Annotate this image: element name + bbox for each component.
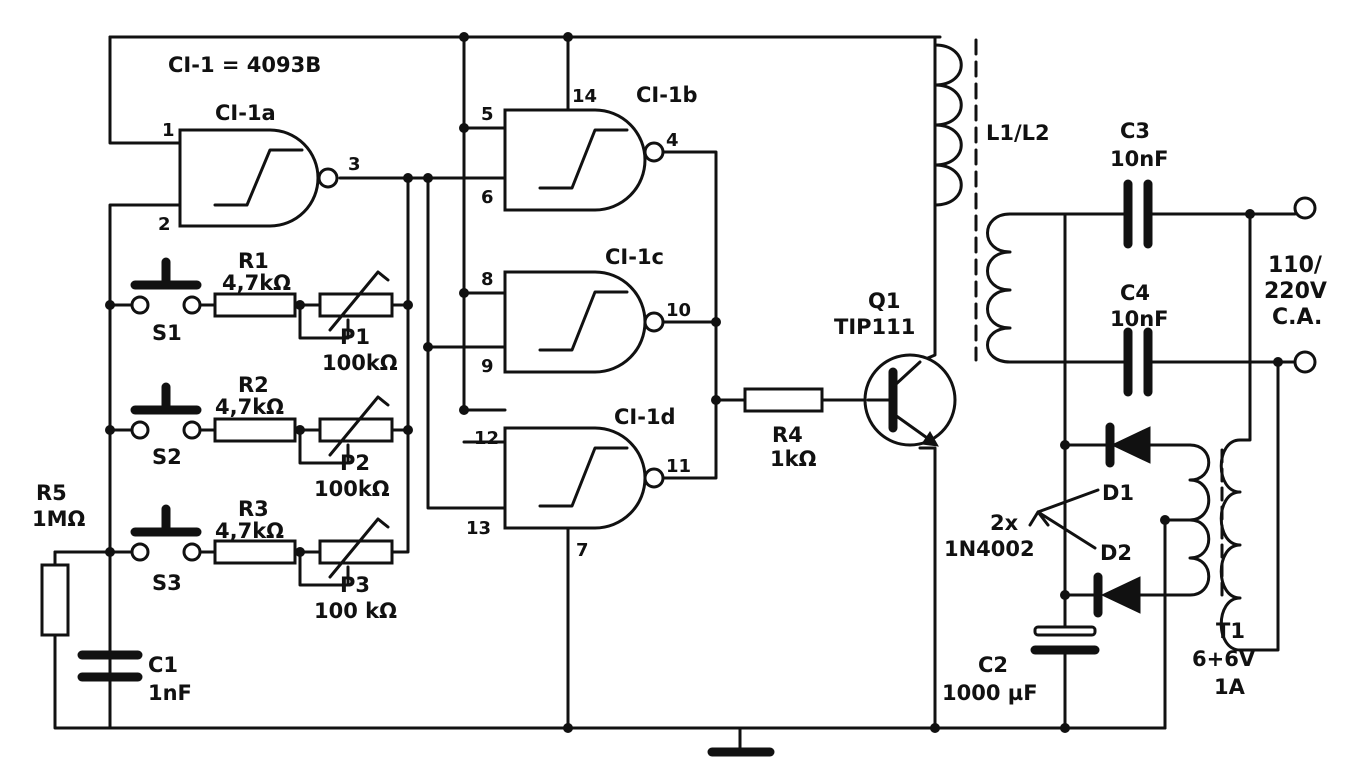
resistor-r2 [213, 417, 297, 443]
p2-name: P2 [340, 451, 370, 475]
mains-label-line3: C.A. [1272, 305, 1322, 330]
c3-value: 10nF [1110, 147, 1169, 171]
t1-name: T1 [1216, 619, 1245, 643]
switch-s2 [130, 382, 202, 440]
coil-l1 [933, 43, 963, 207]
c1-name: C1 [148, 653, 178, 677]
pin-8-label: 8 [481, 269, 494, 290]
gate-d-label: CI-1d [614, 405, 676, 429]
resistor-r1 [213, 292, 297, 318]
pin-13-label: 13 [466, 518, 491, 539]
junctions [105, 32, 1283, 733]
capacitor-c4 [1108, 327, 1167, 397]
wiring [53, 35, 1297, 752]
capacitor-c3 [1108, 179, 1167, 249]
capacitor-c1 [77, 650, 143, 682]
gate-b-label: CI-1b [636, 83, 698, 107]
d2-label: D2 [1100, 541, 1132, 565]
diode-d1 [1105, 422, 1151, 468]
p3-value: 100 kΩ [314, 599, 397, 623]
s3-label: S3 [152, 571, 182, 595]
q1-name: Q1 [868, 289, 900, 313]
p3-name: P3 [340, 573, 370, 597]
gate-ci1b [503, 108, 665, 212]
pin-1-label: 1 [162, 120, 175, 141]
switch-s3 [130, 504, 202, 562]
c2-name: C2 [978, 653, 1008, 677]
r3-name: R3 [238, 497, 269, 521]
potentiometer-p2 [318, 395, 394, 457]
mains-terminal-1 [1293, 196, 1317, 220]
switch-s1 [130, 257, 202, 315]
p1-name: P1 [340, 325, 370, 349]
transformer-t1 [1163, 438, 1242, 652]
diodes-part-label: 1N4002 [944, 537, 1035, 561]
c3-name: C3 [1120, 119, 1150, 143]
resistor-r5 [40, 563, 70, 637]
resistor-r3 [213, 539, 297, 565]
r5-value: 1MΩ [32, 507, 86, 531]
gate-ci1a [178, 128, 339, 228]
diode-d2 [1093, 572, 1141, 618]
mains-terminal-2 [1293, 350, 1317, 374]
transistor-q1 [863, 353, 957, 447]
t1-voltage: 6+6V [1192, 647, 1256, 671]
s1-label: S1 [152, 321, 182, 345]
pin-5-label: 5 [481, 104, 494, 125]
r2-value: 4,7kΩ [215, 395, 284, 419]
pin-7-label: 7 [576, 540, 589, 561]
r4-name: R4 [772, 423, 803, 447]
c4-name: C4 [1120, 281, 1150, 305]
p2-value: 100kΩ [314, 477, 390, 501]
c4-value: 10nF [1110, 307, 1169, 331]
q1-part: TIP111 [834, 315, 915, 339]
r3-value: 4,7kΩ [215, 519, 284, 543]
r4-value: 1kΩ [770, 447, 817, 471]
mains-label-line1: 110/ [1268, 253, 1323, 278]
potentiometer-p3 [318, 517, 394, 579]
r1-value: 4,7kΩ [222, 271, 291, 295]
coil-label: L1/L2 [986, 121, 1050, 145]
t1-current: 1A [1214, 675, 1246, 699]
pin-6-label: 6 [481, 187, 494, 208]
pin-14-label: 14 [572, 86, 597, 107]
r2-name: R2 [238, 373, 269, 397]
gate-ci1c [503, 270, 665, 374]
s2-label: S2 [152, 445, 182, 469]
pin-3-label: 3 [348, 154, 361, 175]
pin-10-label: 10 [666, 300, 691, 321]
c2-value: 1000 µF [942, 681, 1038, 705]
ic-title-label: CI-1 = 4093B [168, 53, 321, 77]
c1-value: 1nF [148, 681, 192, 705]
r1-name: R1 [238, 249, 269, 273]
gate-c-label: CI-1c [605, 245, 664, 269]
p1-value: 100kΩ [322, 351, 398, 375]
gate-ci1d [503, 426, 665, 530]
pin-11-label: 11 [666, 456, 691, 477]
gate-a-label: CI-1a [215, 101, 276, 125]
pin-4-label: 4 [666, 130, 679, 151]
potentiometer-p1 [318, 270, 394, 332]
diodes-qty-label: 2x [990, 511, 1019, 535]
pin-9-label: 9 [481, 356, 494, 377]
resistor-r4 [743, 387, 824, 413]
coil-l2 [986, 212, 1012, 364]
r5-name: R5 [36, 481, 67, 505]
diode-label-pointer [1028, 488, 1100, 550]
pin-2-label: 2 [158, 214, 171, 235]
capacitor-c2 [1030, 625, 1100, 655]
d1-label: D1 [1102, 481, 1134, 505]
pin-12-label: 12 [474, 428, 499, 449]
mains-label-line2: 220V [1264, 279, 1327, 304]
